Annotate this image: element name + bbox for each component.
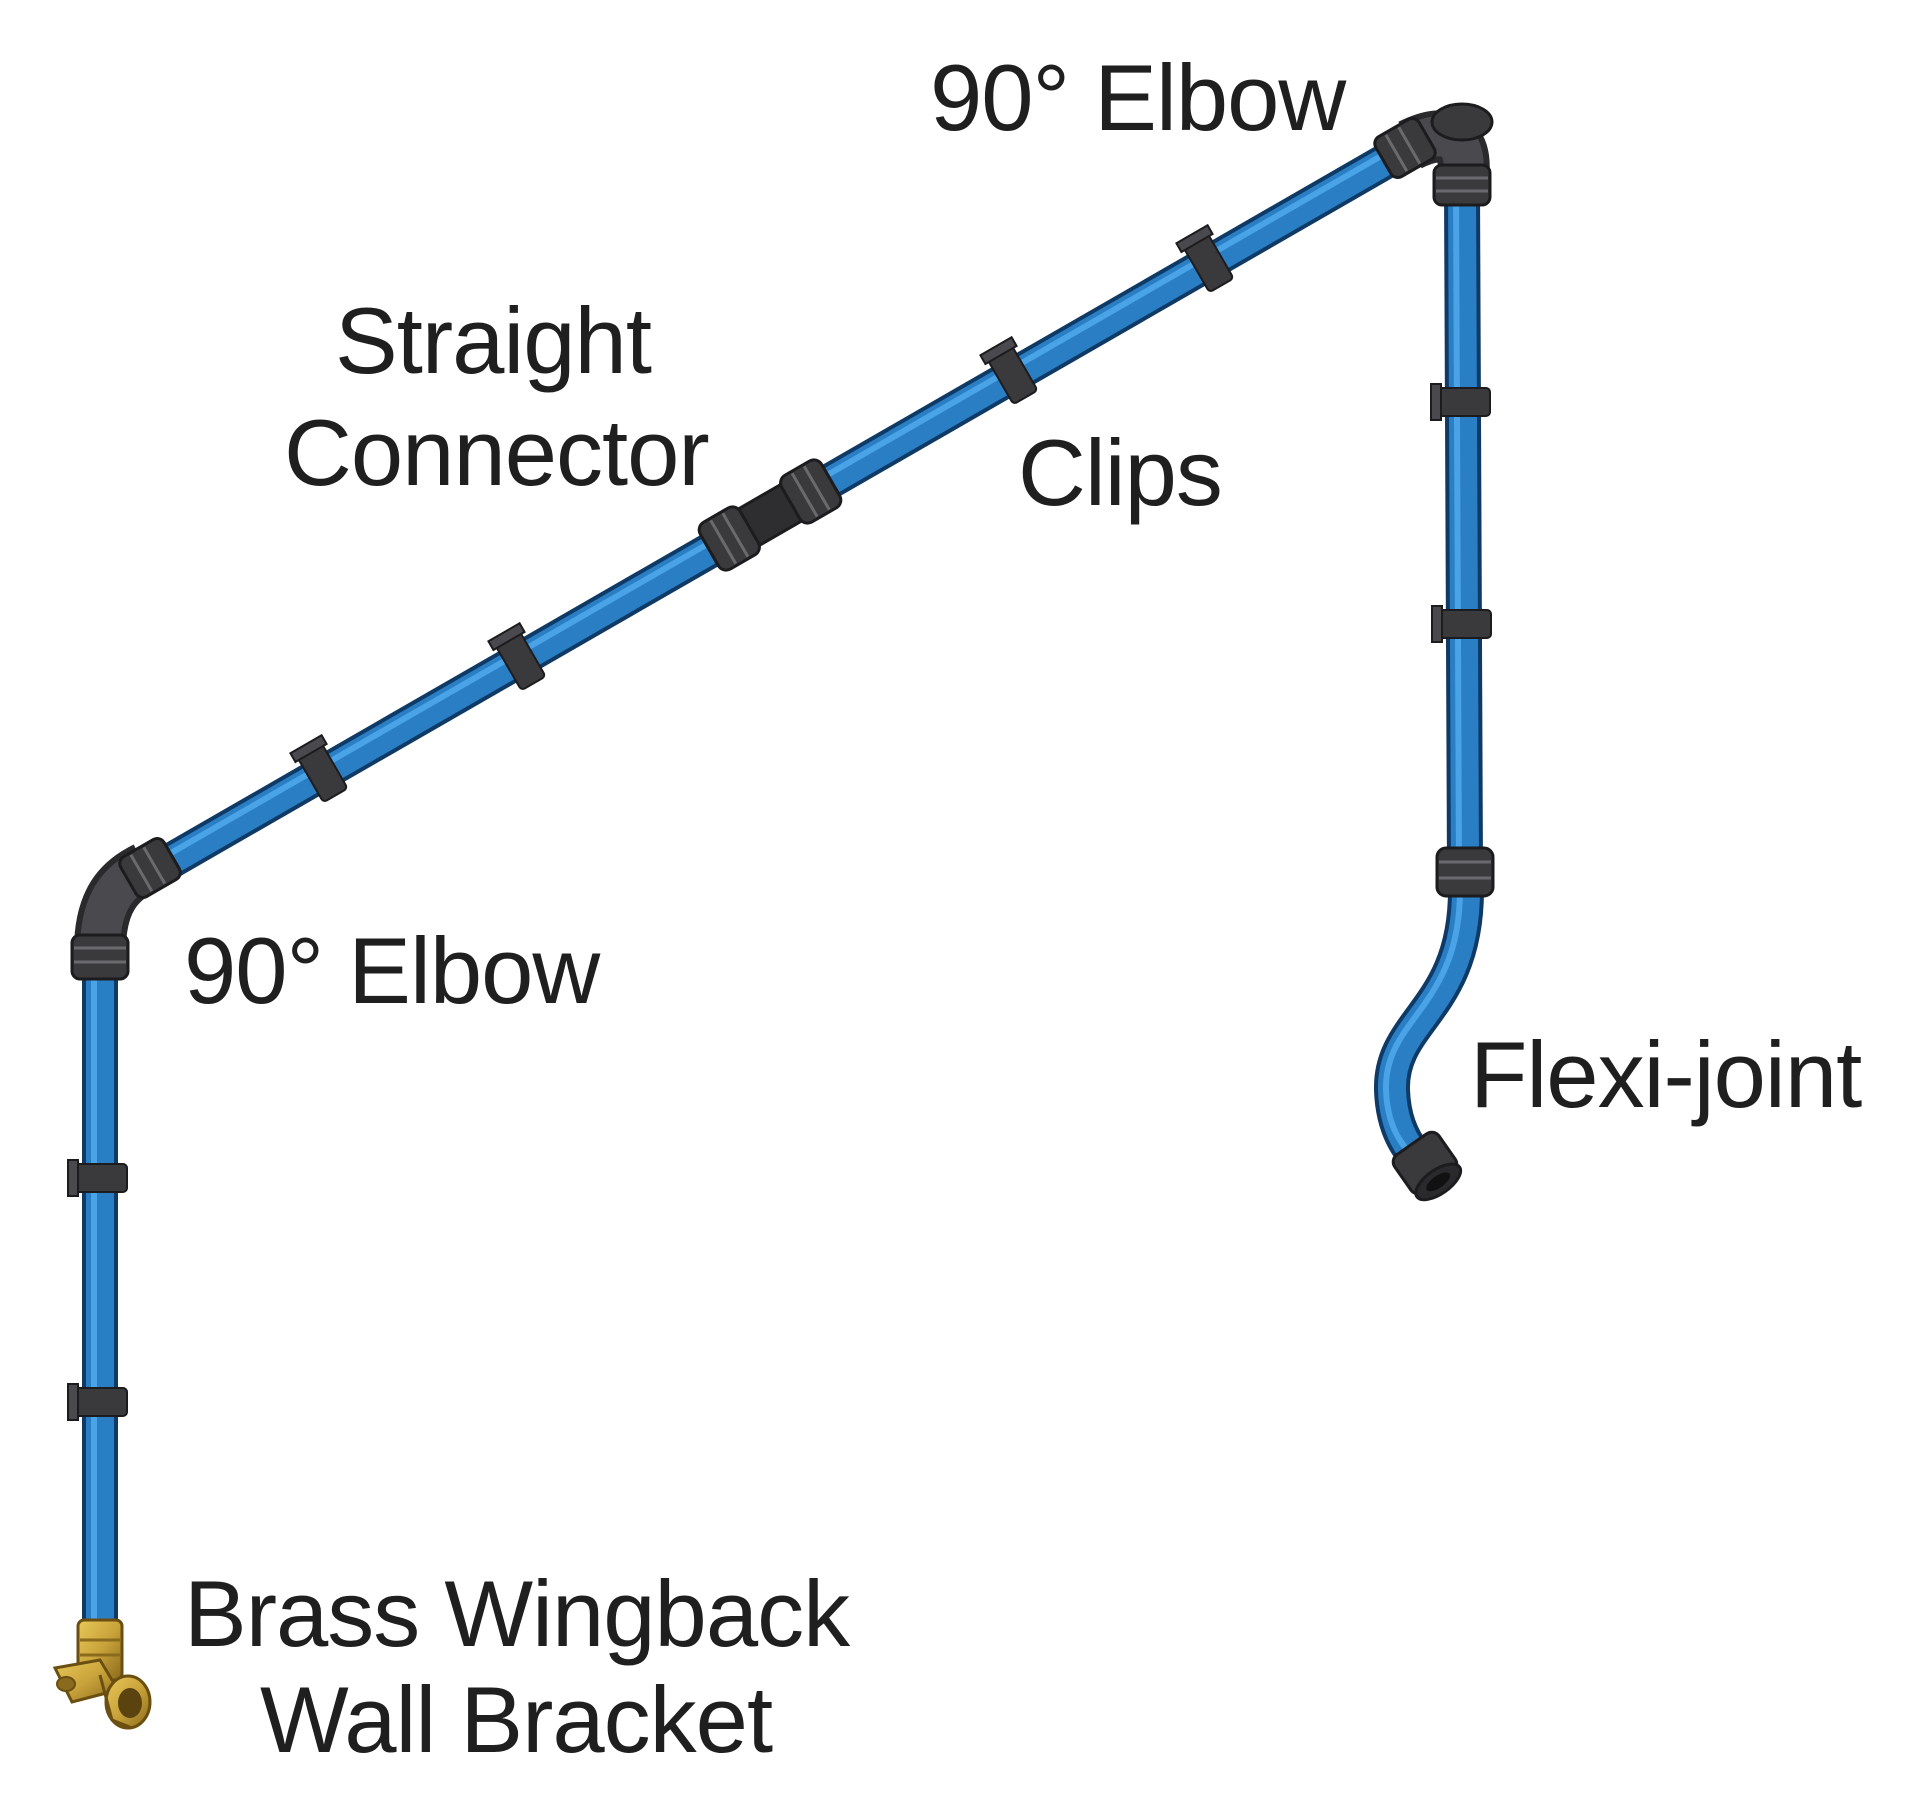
flexi-joint-pipe: [1374, 889, 1484, 1167]
clip: [1175, 223, 1234, 292]
label-straight-connector-line1: Straight: [335, 288, 652, 393]
clip: [487, 621, 546, 690]
clip: [1430, 383, 1491, 421]
clip: [289, 733, 348, 802]
clip: [1431, 605, 1492, 643]
label-elbow-top: 90° Elbow: [930, 45, 1347, 150]
pipe-clips: [67, 223, 1492, 1421]
clip: [979, 335, 1038, 404]
label-elbow-left: 90° Elbow: [184, 918, 601, 1023]
clip: [67, 1383, 128, 1421]
left-vertical-pipe: [82, 970, 118, 1635]
label-straight-connector-line2: Connector: [284, 400, 709, 505]
label-wall-bracket-line1: Brass Wingback: [184, 1561, 851, 1666]
flexi-joint-end-fitting: [1391, 1130, 1463, 1202]
brass-wingback-bracket: [52, 1618, 152, 1730]
label-flexi-joint: Flexi-joint: [1470, 1022, 1862, 1127]
clip: [67, 1159, 128, 1197]
pipe-run: [82, 134, 1484, 1635]
label-wall-bracket-line2: Wall Bracket: [260, 1667, 773, 1772]
label-clips: Clips: [1018, 420, 1222, 525]
elbow-fitting-top: [1373, 102, 1494, 207]
right-vertical-pipe: [1444, 189, 1483, 871]
straight-connector-fitting: [697, 458, 843, 572]
flexi-joint-top-fitting: [1435, 846, 1495, 898]
elbow-fitting-left: [70, 837, 182, 981]
